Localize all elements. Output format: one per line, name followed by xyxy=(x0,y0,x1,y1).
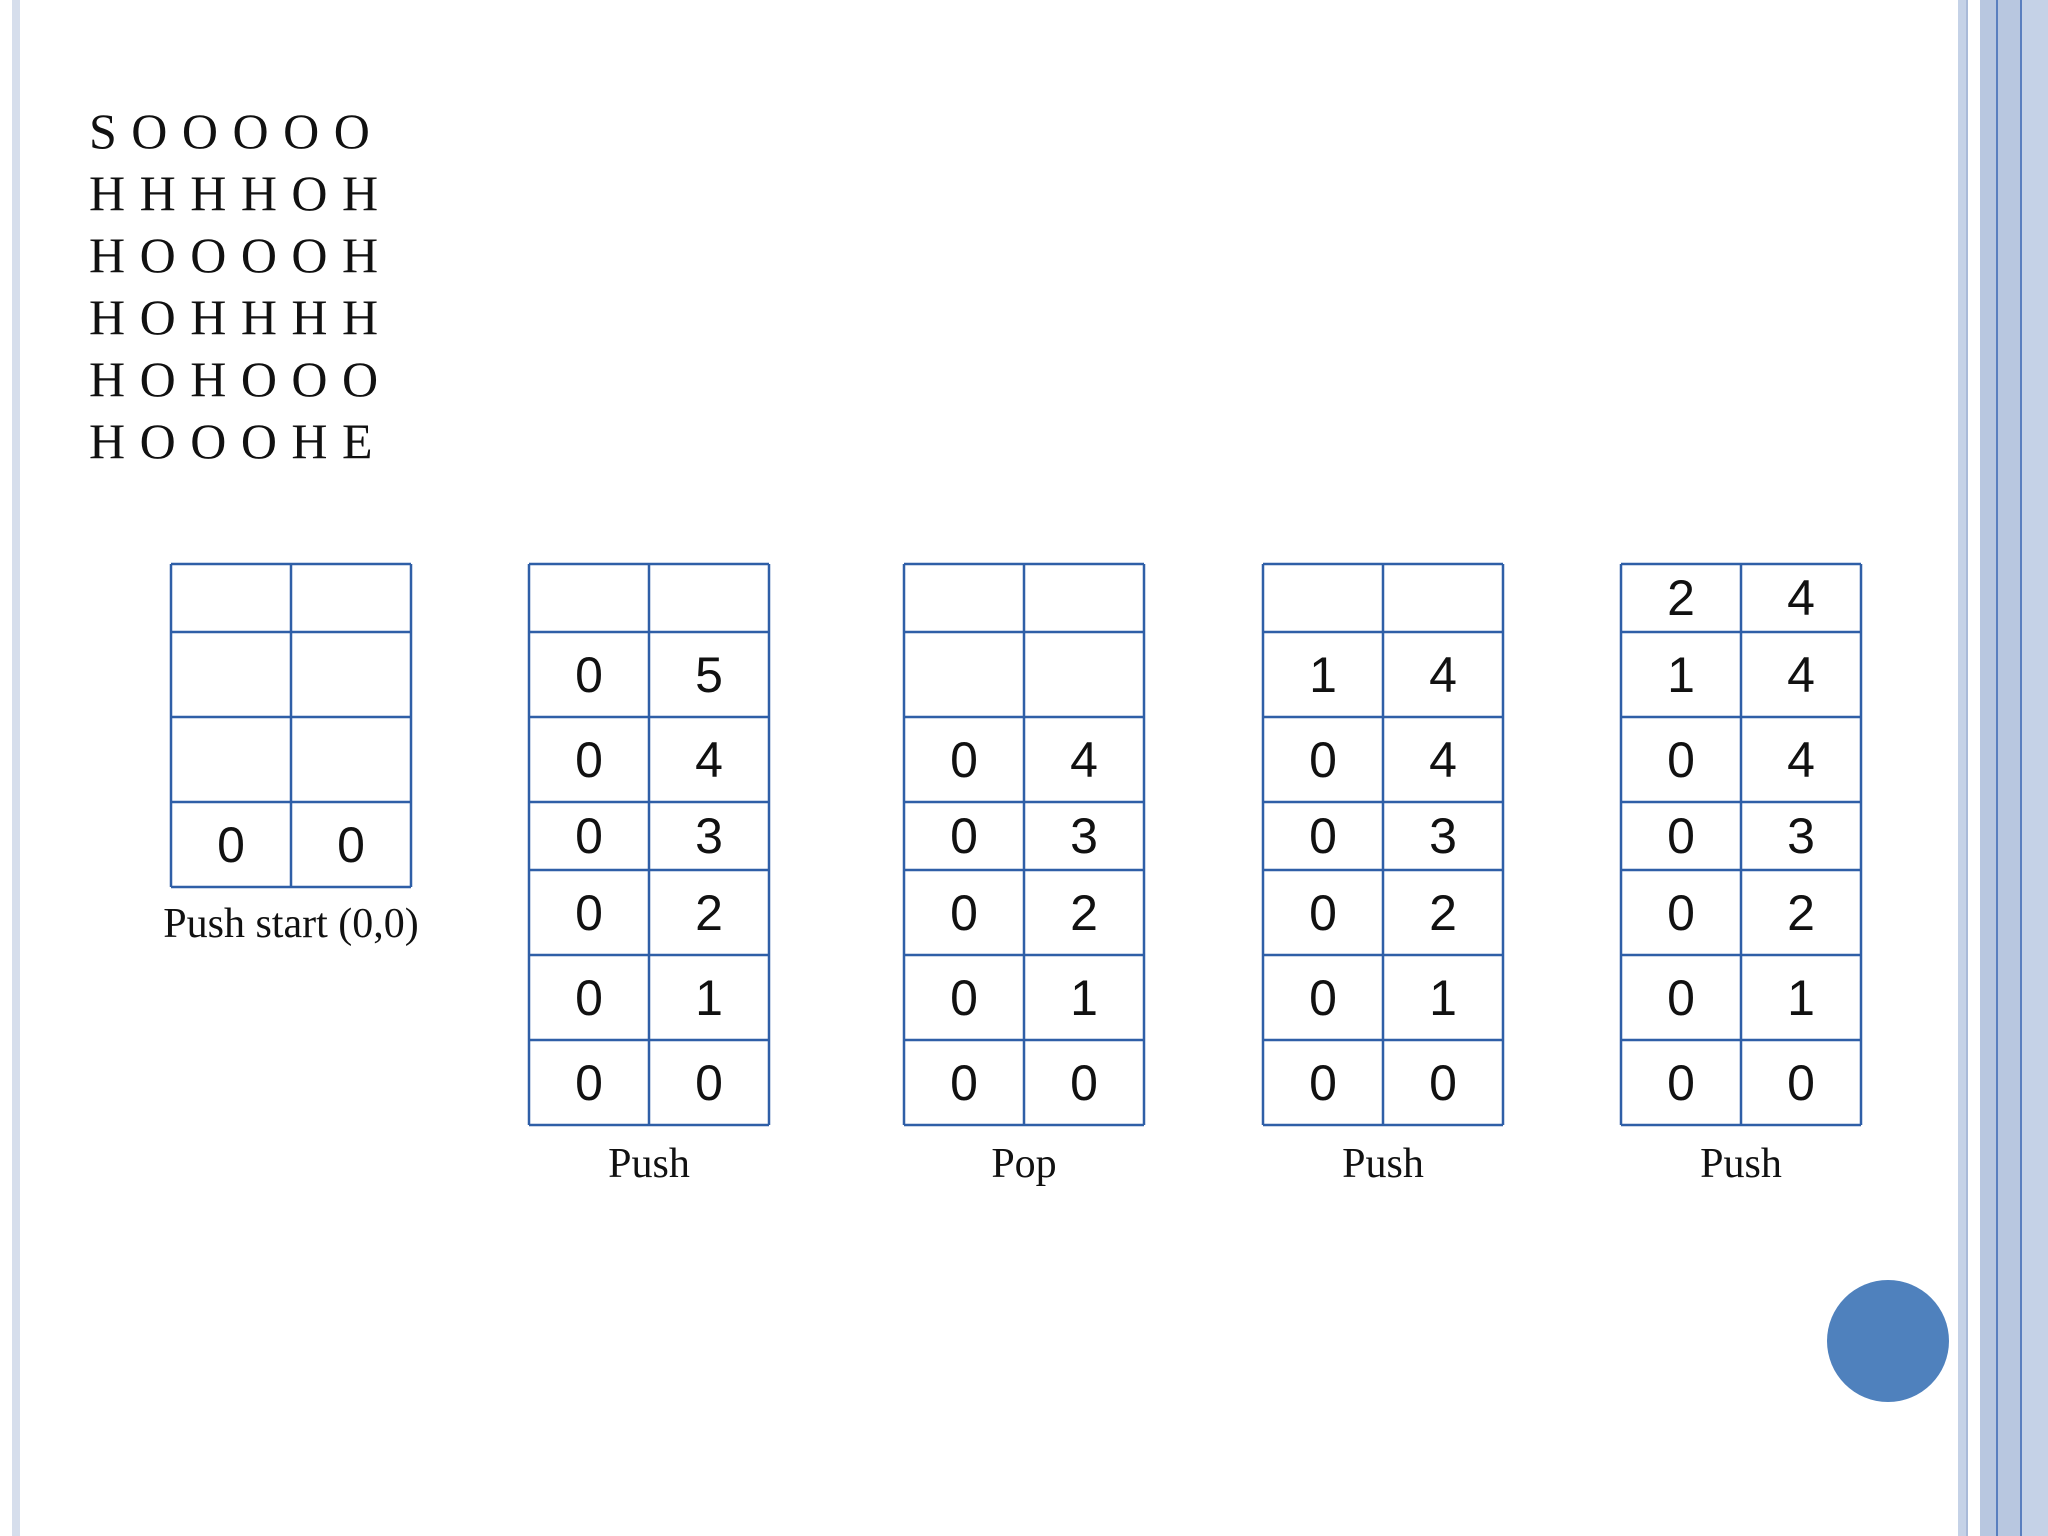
maze-row: H O O O H E xyxy=(89,413,374,469)
border-stripe xyxy=(2022,0,2048,1536)
stack-cell-value: 0 xyxy=(1667,884,1695,941)
border-stripe xyxy=(2020,0,2022,1536)
stack-cell-value: 0 xyxy=(575,808,603,864)
stack-cell-value: 1 xyxy=(1070,969,1098,1026)
stack-cell-value: 4 xyxy=(1787,646,1815,703)
stack-cell-value: 4 xyxy=(1429,731,1457,788)
stack-cell-value: 3 xyxy=(1429,808,1457,864)
maze-row: H H H H O H xyxy=(89,165,380,221)
stack-cell-value: 0 xyxy=(575,884,603,941)
stack-caption: Push xyxy=(1700,1141,1782,1187)
stack-cell-value: 1 xyxy=(1787,969,1815,1026)
stack-cell-value: 5 xyxy=(695,646,723,703)
stack-cell-value: 0 xyxy=(1667,808,1695,864)
stack-table xyxy=(1261,562,1505,1127)
stack-cell-value: 0 xyxy=(1309,884,1337,941)
stack-cell-value: 0 xyxy=(337,816,365,873)
stack-cell-value: 0 xyxy=(1309,1054,1337,1111)
stack-cell-value: 1 xyxy=(1667,646,1695,703)
stack-cell-value: 3 xyxy=(1070,808,1098,864)
stack-cell-value: 1 xyxy=(695,969,723,1026)
stack-cell-value: 0 xyxy=(1429,1054,1457,1111)
stack-cell-value: 2 xyxy=(1787,884,1815,941)
maze-row: H O H O O O xyxy=(89,351,380,407)
maze-row: H O H H H H xyxy=(89,289,380,345)
stack-cell-value: 0 xyxy=(950,884,978,941)
stack-cell-value: 0 xyxy=(575,731,603,788)
stack-caption: Push xyxy=(1342,1141,1424,1187)
stack-cell-value: 4 xyxy=(1787,570,1815,626)
maze-row: H O O O O H xyxy=(89,227,380,283)
stack-cell-value: 2 xyxy=(1429,884,1457,941)
stack-cell-value: 0 xyxy=(1070,1054,1098,1111)
stack-cell-value: 0 xyxy=(1787,1054,1815,1111)
stack-cell-value: 0 xyxy=(575,969,603,1026)
border-stripe xyxy=(1980,0,1996,1536)
stack-cell-value: 0 xyxy=(950,731,978,788)
stack-cell-value: 1 xyxy=(1429,969,1457,1026)
border-stripe xyxy=(12,0,20,1536)
stack-cell-value: 0 xyxy=(217,816,245,873)
stack-cell-value: 0 xyxy=(950,969,978,1026)
stack-cell-value: 0 xyxy=(950,1054,978,1111)
border-stripe xyxy=(1998,0,2020,1536)
stack-table xyxy=(169,562,413,889)
border-stripe xyxy=(1966,0,1968,1536)
stack-cell-value: 2 xyxy=(1070,884,1098,941)
stack-cell-value: 4 xyxy=(1070,731,1098,788)
stack-caption: Push start (0,0) xyxy=(163,901,419,947)
stack-cell-value: 0 xyxy=(575,1054,603,1111)
stack-cell-value: 0 xyxy=(575,646,603,703)
border-stripe xyxy=(1996,0,1998,1536)
stack-cell-value: 1 xyxy=(1309,646,1337,703)
stack-cell-value: 0 xyxy=(1667,731,1695,788)
slide-badge-circle xyxy=(1827,1280,1949,1402)
stack-cell-value: 0 xyxy=(695,1054,723,1111)
maze-grid: S O O O O O H H H H O H H O O O O H H O … xyxy=(89,100,379,472)
stack-cell-value: 0 xyxy=(950,808,978,864)
stack-table xyxy=(1619,562,1863,1127)
stack-cell-value: 3 xyxy=(1787,808,1815,864)
stack-cell-value: 0 xyxy=(1309,731,1337,788)
stack-table xyxy=(527,562,771,1127)
border-stripe xyxy=(1958,0,1966,1536)
stack-table xyxy=(902,562,1146,1127)
stack-cell-value: 0 xyxy=(1667,1054,1695,1111)
stack-caption: Pop xyxy=(991,1141,1057,1187)
stack-cell-value: 0 xyxy=(1309,969,1337,1026)
maze-row: S O O O O O xyxy=(89,103,371,159)
stack-cell-value: 4 xyxy=(695,731,723,788)
stack-cell-value: 3 xyxy=(695,808,723,864)
stack-caption: Push xyxy=(608,1141,690,1187)
stack-cell-value: 2 xyxy=(695,884,723,941)
stack-cell-value: 0 xyxy=(1667,969,1695,1026)
stack-cell-value: 4 xyxy=(1787,731,1815,788)
stack-cell-value: 2 xyxy=(1667,570,1695,626)
stack-cell-value: 0 xyxy=(1309,808,1337,864)
stack-cell-value: 4 xyxy=(1429,646,1457,703)
